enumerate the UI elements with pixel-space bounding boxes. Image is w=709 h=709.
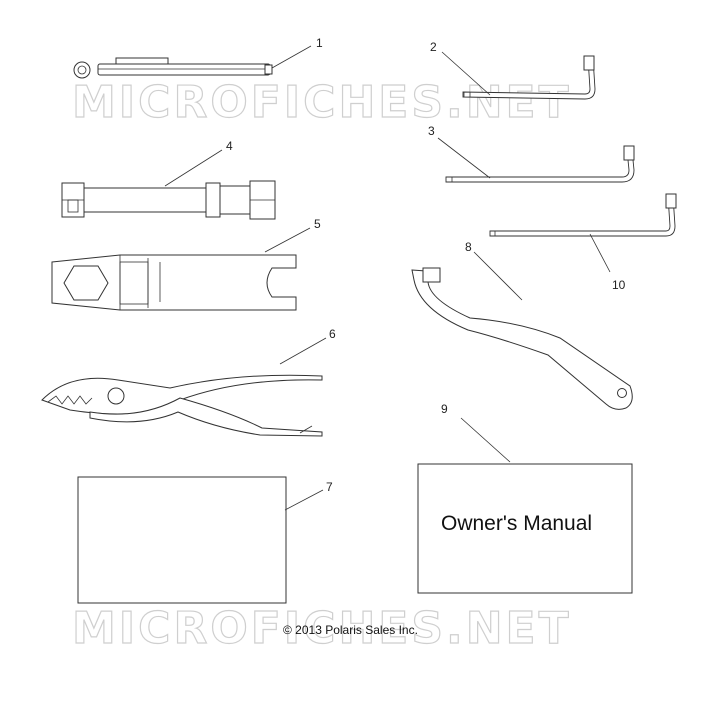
leader-9 [460, 417, 511, 463]
part-9-manual-icon [417, 463, 633, 594]
callout-10: 10 [612, 278, 626, 292]
part-2-hex-key-icon [462, 55, 596, 100]
watermark-top: MICROFICHES.NET [72, 77, 572, 128]
leader-6 [279, 337, 327, 365]
leader-7 [284, 489, 324, 511]
callout-1: 1 [316, 36, 323, 50]
callout-4: 4 [226, 139, 233, 153]
leader-10 [589, 233, 611, 273]
leader-3 [437, 137, 491, 179]
part-6-pliers-icon [41, 374, 323, 437]
manual-title: Owner's Manual [441, 512, 592, 535]
callout-8: 8 [465, 240, 472, 254]
part-7-card-icon [77, 476, 287, 604]
callout-6: 6 [329, 327, 336, 341]
part-4-socket-icon [61, 180, 276, 220]
callout-9: 9 [441, 402, 448, 416]
leader-4 [164, 149, 223, 187]
part-8-spanner-icon [411, 267, 633, 410]
callout-2: 2 [430, 40, 437, 54]
leader-5 [264, 227, 311, 253]
leader-8 [473, 251, 523, 301]
callout-7: 7 [326, 480, 333, 494]
part-1-screwdriver-icon [73, 57, 273, 79]
copyright-text: © 2013 Polaris Sales Inc. [283, 623, 418, 637]
part-3-hex-key-icon [445, 145, 635, 183]
watermark-bottom: MICROFICHES.NET [72, 603, 572, 654]
part-10-hex-key-icon [489, 193, 677, 237]
leader-2 [441, 51, 491, 96]
callout-5: 5 [314, 217, 321, 231]
leader-1 [271, 45, 312, 69]
part-5-wrench-icon [51, 254, 297, 311]
callout-3: 3 [428, 124, 435, 138]
